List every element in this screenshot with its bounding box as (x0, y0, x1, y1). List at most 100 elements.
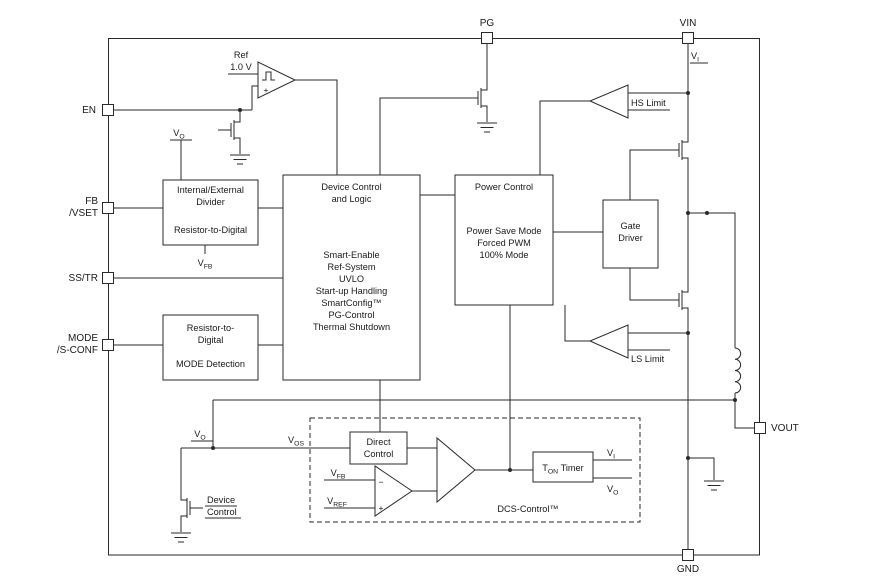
label-plus-en: + (264, 85, 269, 95)
power-control-title: Power Control (475, 182, 533, 192)
junction-dot (733, 398, 737, 402)
gate-driver-title-2: Driver (618, 233, 643, 243)
logic-body-line: SmartConfig™ (321, 298, 381, 308)
mode-title-3: MODE Detection (176, 359, 245, 369)
pin-label-vin: VIN (680, 18, 697, 29)
wire-gnd-branch (688, 457, 715, 480)
dcs-control-label: DCS-Control™ (497, 504, 558, 514)
en-comparator (257, 61, 297, 99)
hs-limit-comparator (588, 84, 629, 119)
wire-en (113, 85, 258, 111)
ground-icon (171, 532, 191, 543)
logic-body-line: Thermal Shutdown (313, 322, 390, 332)
pin-label-pg: PG (480, 18, 495, 29)
block-mode-detection (162, 314, 259, 381)
mosfet-en-pulldown-icon (218, 112, 241, 148)
block-direct-control (349, 431, 408, 465)
label-ref-value: 1.0 V (230, 62, 252, 72)
label-ref: Ref (234, 50, 249, 60)
ground-icon (230, 154, 250, 165)
label-vo-bottom: VO (194, 429, 205, 442)
hysteresis-icon (262, 71, 275, 81)
wire-en-comparator-output (295, 79, 338, 175)
junction-dot (705, 211, 709, 215)
wires (113, 43, 755, 550)
block-internal-external-divider (162, 179, 259, 246)
label-vfb-divider: VFB (198, 258, 213, 271)
power-control-body-1: Power Save Mode (466, 226, 541, 236)
ground-icon (704, 480, 724, 491)
wire-ls-limit-output (564, 305, 590, 342)
divider-title-2: Divider (196, 197, 225, 207)
ground-icon (477, 122, 497, 133)
logic-title-2: and Logic (332, 194, 372, 204)
dcs-summing-amp (436, 436, 476, 504)
mode-title-1: Resistor-to- (187, 323, 234, 333)
pin-fb-vset (102, 202, 114, 214)
label-vfb-dcs: VFB (331, 468, 346, 481)
direct-control-title-1: Direct (367, 437, 391, 447)
label-vo-timer: VO (607, 484, 618, 497)
label-vref-dcs: VREF (327, 496, 347, 509)
pin-mode-sconf (102, 339, 114, 351)
block-device-control-logic (282, 174, 421, 381)
label-vi-timer: VI (607, 448, 615, 461)
junction-dot (686, 331, 690, 335)
pin-label-gnd: GND (677, 564, 699, 575)
block-power-control (454, 174, 554, 306)
mosfet-lowside-icon (666, 282, 689, 318)
label-vos: VOS (288, 435, 304, 448)
chip-boundary (108, 38, 760, 556)
pin-label-ss-tr: SS/TR (69, 273, 98, 284)
junction-dot (238, 108, 242, 112)
wire-discharge-fet (180, 447, 213, 532)
wire-gatedriver-to-hs-gate (629, 149, 666, 200)
pin-vout (754, 422, 766, 434)
wire-inductor-to-vout (734, 393, 755, 429)
junction-dot (686, 211, 690, 215)
mosfet-discharge-icon (180, 490, 203, 526)
inductor-icon (734, 347, 742, 394)
logic-body-line: Ref-System (328, 262, 376, 272)
pin-en (102, 104, 114, 116)
divider-title-3: Resistor-to-Digital (174, 225, 247, 235)
logic-body-line: Smart-Enable (323, 250, 379, 260)
power-control-body-3: 100% Mode (479, 250, 528, 260)
logic-body-line: PG-Control (329, 310, 375, 320)
wire-switch-node (688, 212, 736, 348)
pin-label-vset: /VSET (69, 208, 98, 219)
pin-label-vout: VOUT (771, 423, 799, 434)
direct-control-title-2: Control (364, 449, 394, 459)
wire-gatedriver-to-ls-gate (629, 268, 666, 301)
block-gate-driver (602, 199, 659, 269)
label-minus-dcs: − (379, 477, 384, 487)
mosfet-pg-icon (465, 80, 488, 116)
mode-title-2: Digital (198, 335, 224, 345)
ls-limit-comparator (588, 324, 629, 359)
wire-device-control-label (205, 505, 241, 519)
pin-label-mode: MODE (68, 333, 98, 344)
mosfet-highside-icon (666, 132, 689, 168)
wire-pg-gate (379, 97, 465, 175)
wire-output-sense (212, 399, 735, 448)
pin-label-en: EN (82, 105, 96, 116)
label-vi-top: VI (691, 51, 699, 64)
label-hs-limit: HS Limit (631, 98, 666, 108)
logic-body-line: UVLO (339, 274, 364, 284)
label-device-control-1: Device (207, 495, 235, 505)
divider-title-1: Internal/External (177, 185, 244, 195)
logic-body-line: Start-up Handling (316, 286, 388, 296)
pin-ss-tr (102, 272, 114, 284)
block-ton-timer (532, 451, 594, 483)
junction-dot (211, 446, 215, 450)
junction-dot (686, 456, 690, 460)
dcs-control-region (309, 417, 641, 523)
pin-label-sconf: /S-CONF (57, 345, 98, 356)
label-vo-divider: VO (173, 128, 184, 141)
wire-vo-to-divider (170, 139, 192, 180)
gate-driver-title-1: Gate (621, 221, 641, 231)
label-ls-limit: LS Limit (631, 354, 665, 364)
wire-hs-limit-output (539, 100, 590, 175)
